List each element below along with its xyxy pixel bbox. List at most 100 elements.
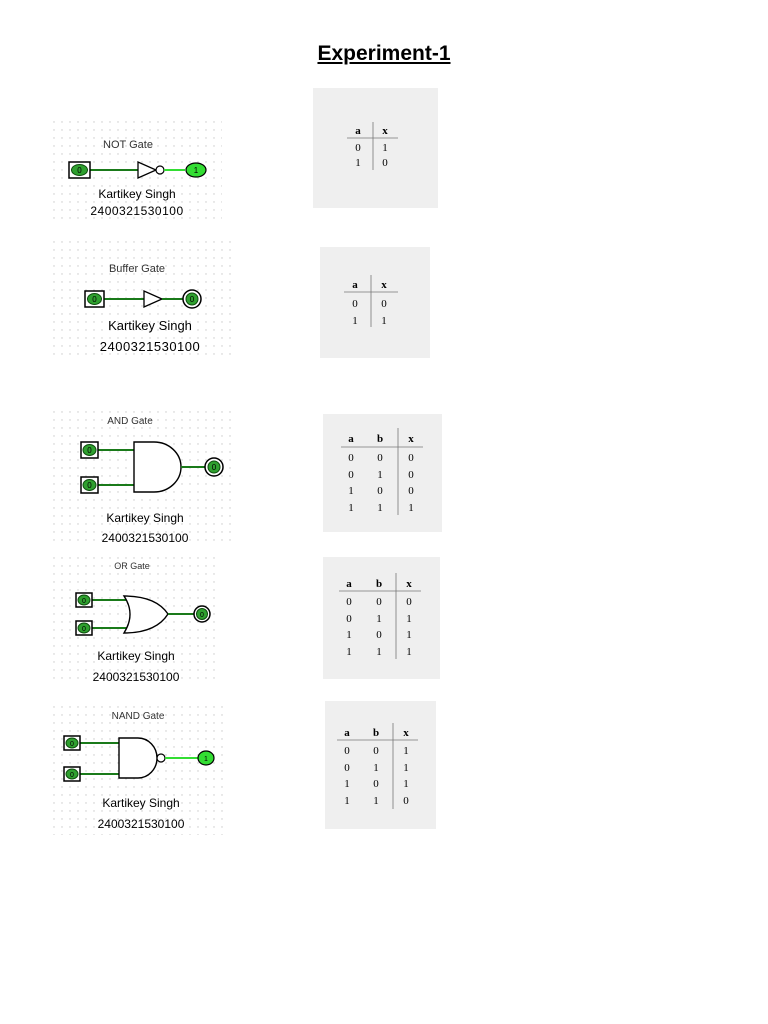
table-cell: 0	[355, 142, 361, 154]
table-cell: 1	[373, 795, 379, 807]
and-truth-table: a b x 0 0 0 0 1 0 1 0 0 1 1 1	[323, 414, 442, 532]
input-pin-value: 0	[82, 598, 86, 605]
not-truth-table: a x 0 1 1 0	[313, 88, 438, 208]
nand-gate-circuit: NAND Gate 0 0 1 Kartikey Singh 240032153…	[52, 705, 224, 835]
output-pin-x: 0	[204, 457, 224, 477]
table-cell: 1	[346, 646, 352, 658]
roll-number: 2400321530100	[98, 817, 185, 831]
gate-label: AND Gate	[107, 416, 153, 427]
or-gate-symbol	[122, 595, 169, 634]
table-cell: 1	[403, 778, 409, 790]
table-cell: 0	[406, 596, 412, 608]
roll-number: 2400321530100	[102, 531, 189, 545]
gate-label: OR Gate	[114, 561, 150, 571]
table-cell: 0	[373, 745, 379, 757]
author-name: Kartikey Singh	[108, 318, 192, 333]
output-pin-x: 0	[193, 605, 211, 623]
nand-gate-symbol	[118, 737, 166, 779]
table-cell: 0	[348, 469, 354, 481]
table-cell: 0	[408, 452, 414, 464]
and-gate-diagram: AND Gate 0 0 0 Kartikey Singh 2400321530…	[52, 410, 234, 546]
input-pin-b[interactable]: 0	[75, 620, 93, 636]
and-gate-circuit: AND Gate 0 0 0 Kartikey Singh 2400321530…	[52, 410, 234, 546]
output-pin-value: 0	[212, 463, 217, 472]
roll-number: 2400321530100	[93, 670, 180, 684]
input-pin-a[interactable]: 0	[84, 290, 105, 308]
table-cell: 0	[377, 452, 383, 464]
table-cell: 1	[377, 502, 383, 514]
gate-label: NOT Gate	[103, 139, 153, 151]
input-pin-value: 0	[70, 741, 74, 748]
table-header: x	[408, 433, 414, 445]
table-cell: 0	[376, 596, 382, 608]
table-cell: 0	[346, 596, 352, 608]
table-cell: 0	[408, 485, 414, 497]
or-truth-table: a b x 0 0 0 0 1 1 1 0 1 1 1 1	[323, 557, 440, 679]
output-pin-x: 1	[197, 750, 215, 766]
author-name: Kartikey Singh	[106, 511, 183, 525]
input-pin-value: 0	[87, 481, 92, 490]
output-pin-value: 0	[190, 295, 195, 304]
table-cell: 0	[344, 762, 350, 774]
output-pin-value: 1	[194, 166, 199, 175]
table-cell: 1	[403, 745, 409, 757]
roll-number: 2400321530100	[90, 204, 183, 218]
table-cell: 0	[382, 157, 388, 169]
output-pin-value: 0	[200, 612, 204, 619]
nand-gate-diagram: NAND Gate 0 0 1 Kartikey Singh 240032153…	[52, 705, 224, 835]
buffer-gate-diagram: Buffer Gate 0 0 Kartikey Singh 240032153…	[52, 240, 234, 360]
table-cell: 0	[348, 452, 354, 464]
table-cell: 1	[406, 613, 412, 625]
table-cell: 1	[348, 485, 354, 497]
table-header: b	[376, 578, 382, 590]
output-pin-x: 0	[182, 289, 202, 309]
buffer-gate-circuit: Buffer Gate 0 0 Kartikey Singh 240032153…	[52, 240, 234, 360]
input-pin-a[interactable]: 0	[68, 161, 91, 179]
table-header: a	[348, 433, 354, 445]
table-cell: 1	[406, 629, 412, 641]
input-pin-a[interactable]: 0	[80, 441, 99, 459]
table-cell: 0	[346, 613, 352, 625]
table-cell: 0	[403, 795, 409, 807]
table-header: x	[406, 578, 412, 590]
table-cell: 1	[403, 762, 409, 774]
table-cell: 1	[376, 646, 382, 658]
author-name: Kartikey Singh	[102, 796, 179, 810]
buffer-gate-symbol	[143, 289, 164, 309]
not-gate-symbol	[137, 160, 165, 180]
table-cell: 0	[373, 778, 379, 790]
or-gate-circuit: OR Gate 0 0 0 Kartikey Singh 24003215301…	[52, 556, 218, 684]
input-pin-b[interactable]: 0	[63, 766, 81, 782]
input-pin-b[interactable]: 0	[80, 476, 99, 494]
nand-truth-table: a b x 0 0 1 0 1 1 1 0 1 1 1 0	[325, 701, 436, 829]
table-cell: 1	[344, 778, 350, 790]
table-cell: 1	[406, 646, 412, 658]
and-gate-symbol	[133, 441, 182, 493]
table-cell: 0	[376, 629, 382, 641]
output-pin-value: 1	[204, 756, 208, 763]
roll-number: 2400321530100	[100, 339, 201, 354]
gate-label: NAND Gate	[112, 711, 165, 722]
table-cell: 1	[346, 629, 352, 641]
input-pin-value: 0	[82, 626, 86, 633]
table-header: x	[403, 727, 409, 739]
table-cell: 0	[377, 485, 383, 497]
table-header: x	[381, 279, 387, 291]
table-cell: 1	[381, 315, 387, 327]
table-cell: 1	[377, 469, 383, 481]
input-pin-a[interactable]: 0	[63, 735, 81, 751]
not-gate-diagram: NOT Gate 0 1 Kartikey Singh 240032153010…	[52, 120, 222, 220]
input-pin-value: 0	[70, 772, 74, 779]
input-pin-value: 0	[92, 295, 97, 304]
input-pin-a[interactable]: 0	[75, 592, 93, 608]
table-cell: 1	[344, 795, 350, 807]
table-cell: 1	[382, 142, 388, 154]
table-cell: 1	[376, 613, 382, 625]
input-pin-value: 0	[87, 446, 92, 455]
gate-label: Buffer Gate	[109, 263, 165, 275]
page-title: Experiment-1	[317, 42, 451, 65]
table-cell: 1	[352, 315, 358, 327]
table-cell: 0	[408, 469, 414, 481]
table-header: a	[352, 279, 358, 291]
table-header: b	[377, 433, 383, 445]
